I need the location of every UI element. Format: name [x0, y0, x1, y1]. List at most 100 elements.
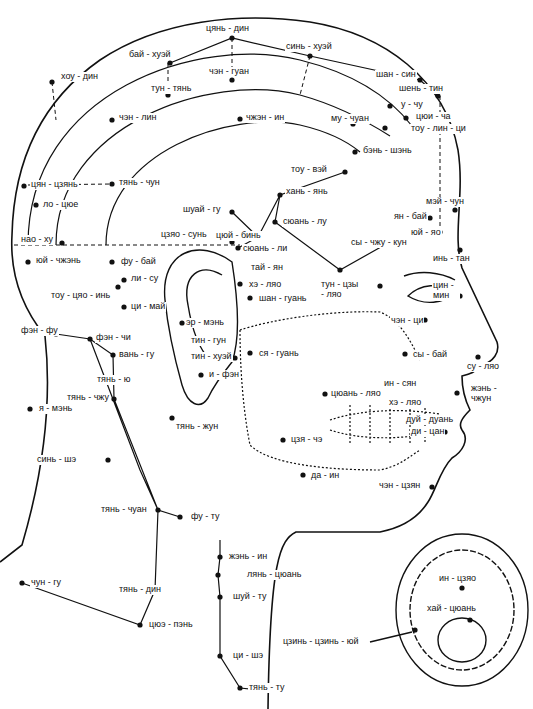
point-dot [235, 245, 240, 250]
point-label: я - мэнь [38, 404, 73, 414]
point-label: дуй - дуань [405, 415, 454, 425]
point-label: чэн - ци [390, 316, 424, 326]
point-dot [403, 115, 408, 120]
point-dot [27, 406, 32, 411]
point-dot [457, 247, 462, 252]
point-label: тянь - чун [118, 178, 161, 188]
point-dot [217, 653, 222, 658]
point-label: цюань - ляо [330, 389, 382, 399]
point-label: фу - бай [120, 257, 157, 267]
point-label: мэй - чун [425, 197, 465, 207]
point-label: ци - май [130, 302, 166, 312]
point-dot [109, 181, 114, 186]
mouth-inset [396, 534, 528, 686]
point-label: чэн - цзян [378, 481, 421, 491]
point-dot [229, 209, 234, 214]
point-dot [300, 472, 305, 477]
head-outline [12, 18, 498, 709]
point-label: тянь - ту [248, 683, 285, 693]
point-label: и - фэн [208, 370, 240, 380]
point-dot [387, 103, 392, 108]
point-dot [307, 53, 312, 58]
point-label: бай - хуэй [128, 50, 172, 60]
point-label: у - чу [400, 100, 424, 110]
point-dot [229, 77, 234, 82]
point-dot [454, 390, 459, 395]
point-dot [322, 391, 327, 396]
point-label: ин - сян [383, 379, 417, 389]
point-dot [215, 572, 220, 577]
point-label: шан - гуань [258, 294, 308, 304]
point-dot [229, 35, 234, 40]
point-dot [342, 169, 347, 174]
point-line [218, 540, 260, 690]
point-label: тоу - вэй [290, 165, 328, 175]
point-label: цюй - бинь [215, 231, 262, 241]
point-label: тоу - цяо - инь [50, 291, 111, 301]
point-label: чжэн - ин [245, 113, 285, 123]
point-label: тун - цзы - ляо [320, 280, 364, 300]
point-dot [427, 215, 432, 220]
tongue [438, 618, 486, 662]
point-label: цзя - чэ [290, 435, 323, 445]
point-label: цзяо - сунь [160, 230, 208, 240]
point-label: цин - мин [432, 281, 460, 301]
point-label: му - чуан [330, 114, 370, 124]
point-label: тянь - чуан [100, 505, 148, 515]
point-label: фэн - фу [20, 326, 59, 336]
point-label: цзинь - цзинь - юй [282, 637, 360, 647]
point-label: тоу - лин - ци [410, 124, 467, 134]
point-label: ин - цзяо [438, 574, 477, 584]
point-dot [412, 627, 417, 632]
point-label: сы - бай [412, 350, 448, 360]
point-dot [19, 580, 24, 585]
skull-line [106, 122, 360, 245]
point-label: тун - тянь [150, 84, 192, 94]
point-dot [198, 372, 203, 377]
point-dot [232, 355, 237, 360]
point-label: чэн - лин [118, 113, 158, 123]
point-dot [49, 79, 54, 84]
point-label: эр - мэнь [185, 318, 225, 328]
point-label: хэ - ляо [248, 280, 282, 290]
point-line [232, 172, 388, 270]
point-dot [121, 304, 126, 309]
point-label: цюэ - пэнь [148, 620, 194, 630]
point-label: вань - гу [118, 350, 155, 360]
neck-back-outline [0, 336, 47, 562]
point-dot [475, 354, 480, 359]
point-dot [155, 507, 160, 512]
point-label: хань - янь [285, 187, 329, 197]
skull-line [28, 54, 412, 245]
point-dot [272, 219, 277, 224]
point-dot [247, 350, 252, 355]
point-dot [111, 396, 116, 401]
point-label: синь - хуэй [285, 42, 333, 52]
point-dot [121, 277, 126, 282]
point-dot [247, 295, 252, 300]
point-label: ян - бай [393, 212, 428, 222]
point-dot [402, 351, 407, 356]
point-dot [179, 320, 184, 325]
point-dot [137, 622, 142, 627]
point-dot [177, 514, 182, 519]
point-dot [467, 617, 472, 622]
point-dot [87, 336, 92, 341]
point-dot [382, 125, 387, 130]
point-dot [377, 283, 382, 288]
point-label: ло - цюе [42, 200, 79, 210]
point-label: хоу - дин [60, 72, 99, 82]
point-dot [217, 554, 222, 559]
point-label: ли - су [130, 274, 159, 284]
point-label: шуй - ту [232, 592, 267, 602]
point-label: жэнь - чжун [470, 384, 504, 404]
point-label: синь - шэ [36, 455, 77, 465]
point-label: шуай - гу [182, 205, 221, 215]
leader-line [370, 632, 412, 642]
point-dot [110, 352, 115, 357]
dashed-line [28, 38, 440, 232]
point-dot [280, 437, 285, 442]
teeth-ring [410, 550, 514, 670]
point-label: юй - чжэнь [35, 256, 82, 266]
ear [165, 250, 238, 404]
